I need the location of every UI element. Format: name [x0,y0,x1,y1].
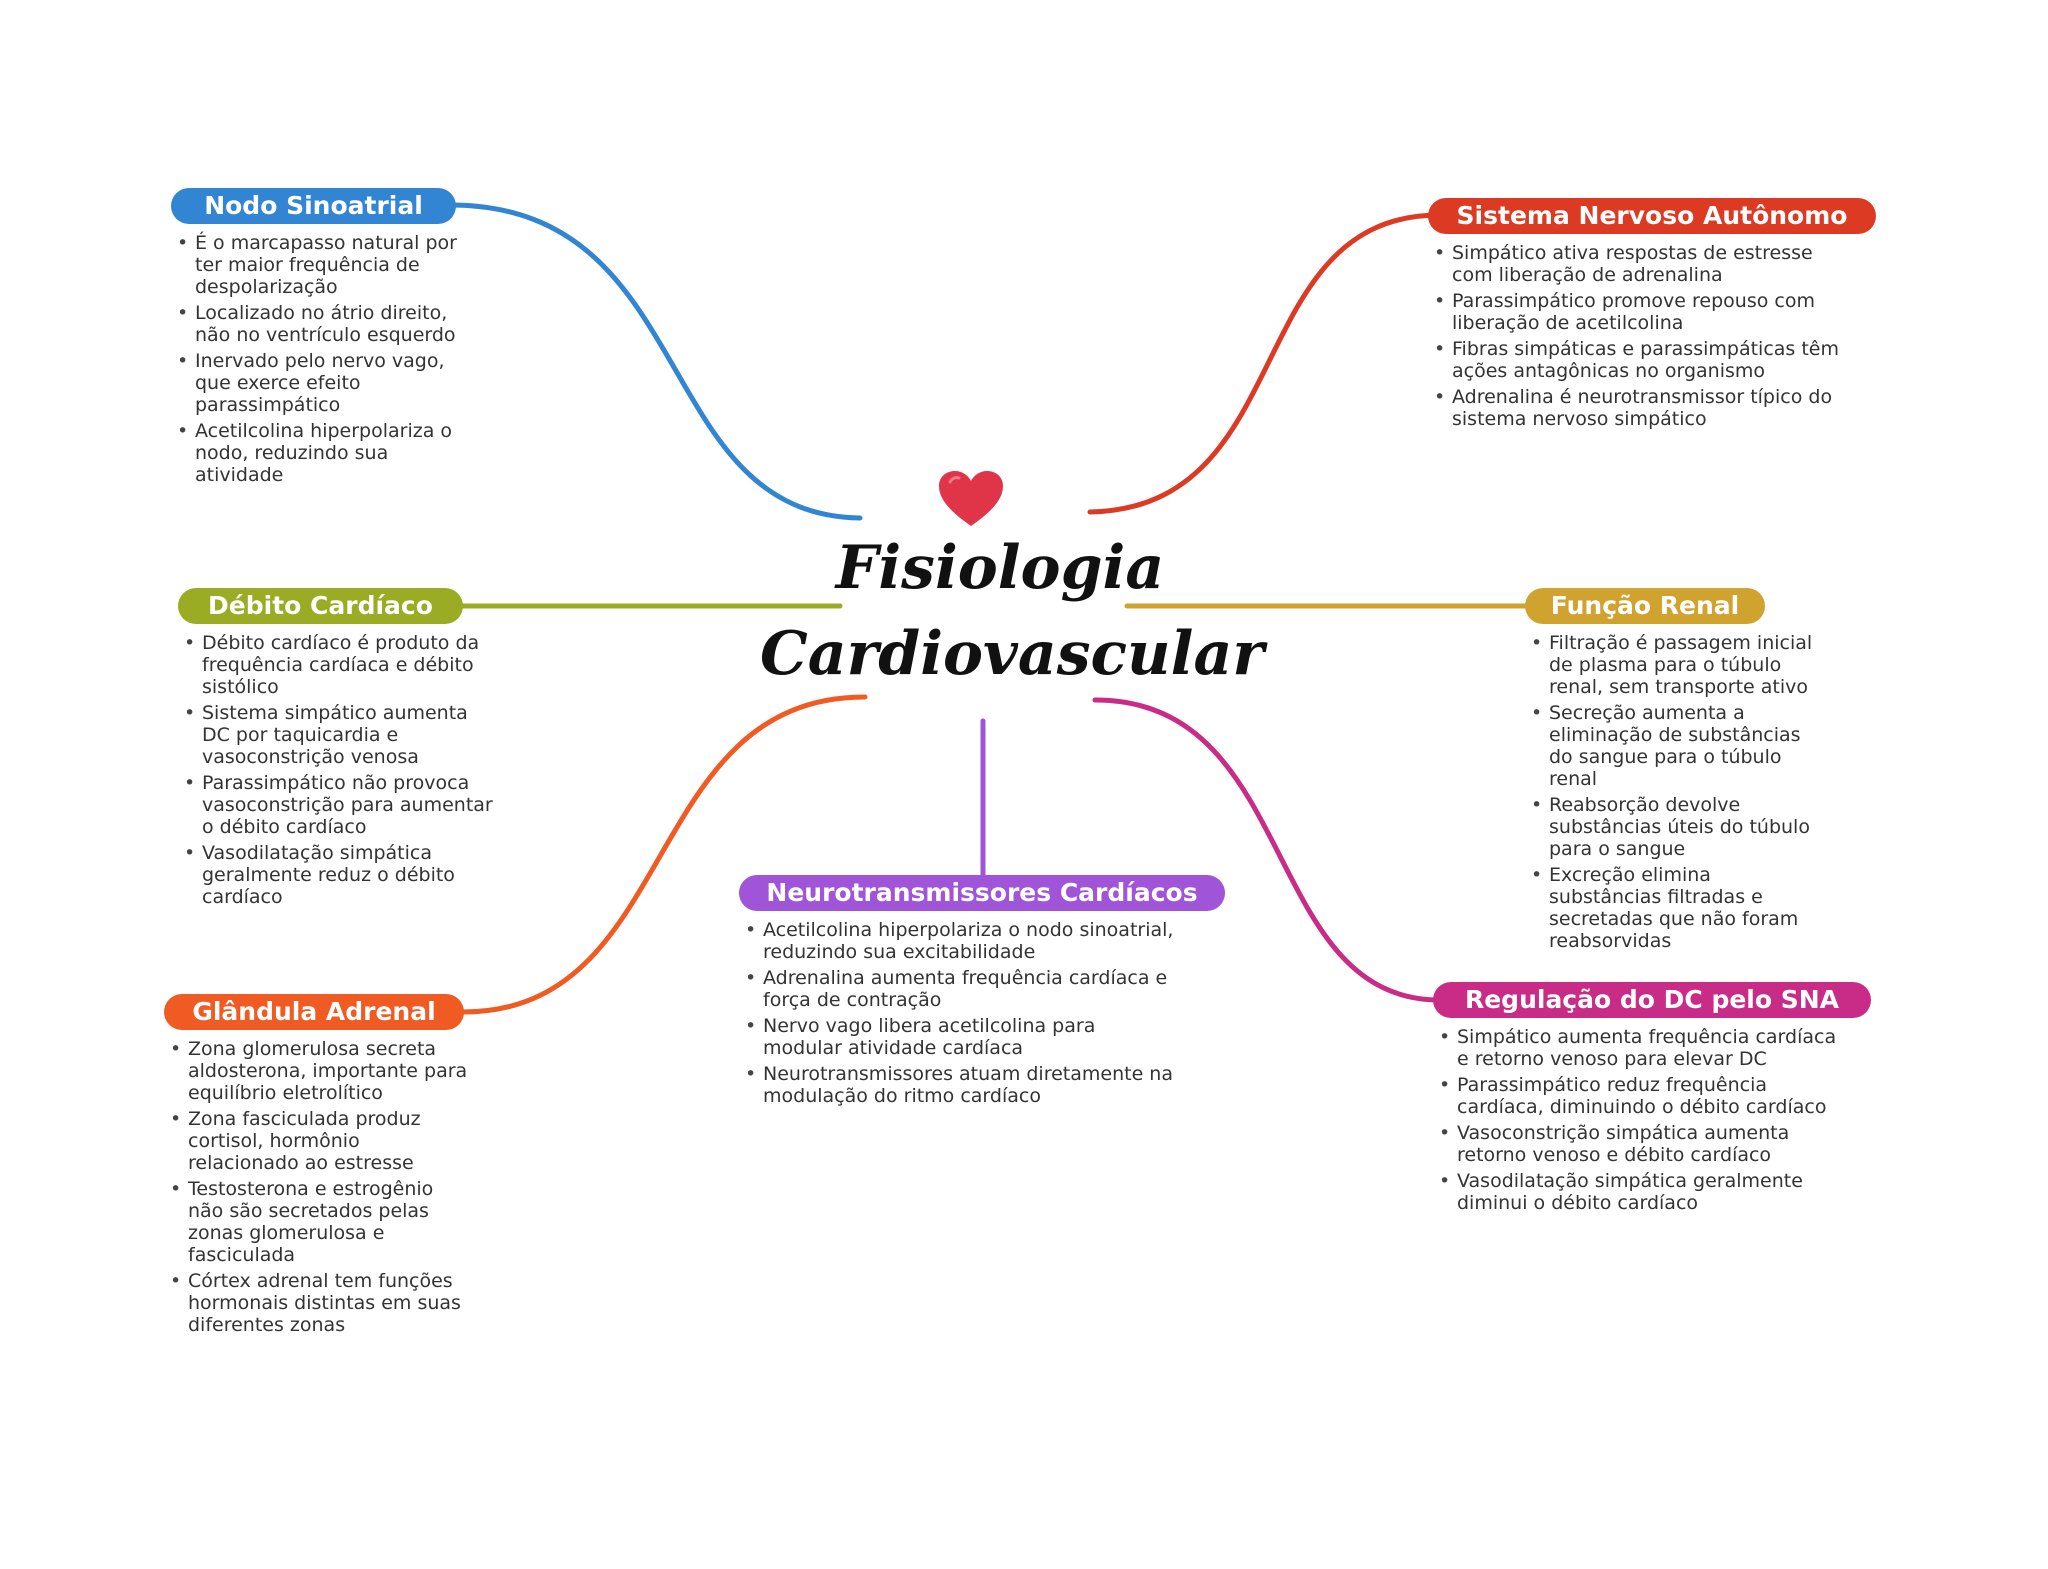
branch-sistema-nervoso-autonomo: Sistema Nervoso Autônomo Simpático ativa… [1428,198,1878,434]
list-item: Débito cardíaco é produto da frequência … [178,632,498,698]
connector-regulacao [1092,697,1443,1003]
topic-label-nodo-sinoatrial[interactable]: Nodo Sinoatrial [171,188,456,224]
topic-notes-glandula-adrenal: Zona glomerulosa secreta aldosterona, im… [164,1038,474,1336]
list-item: Parassimpático reduz frequência cardíaca… [1433,1074,1843,1118]
topic-label-glandula-adrenal[interactable]: Glândula Adrenal [164,994,464,1030]
topic-label-sistema-nervoso-autonomo[interactable]: Sistema Nervoso Autônomo [1428,198,1876,234]
heart-icon [939,471,1003,526]
list-item: Nervo vago libera acetilcolina para modu… [739,1015,1179,1059]
list-item: Vasoconstrição simpática aumenta retorno… [1433,1122,1843,1166]
list-item: Acetilcolina hiperpolariza o nodo, reduz… [171,420,471,486]
list-item: Parassimpático não provoca vasoconstriçã… [178,772,498,838]
list-item: Sistema simpático aumenta DC por taquica… [178,702,498,768]
topic-notes-regulacao-dc-sna: Simpático aumenta frequência cardíaca e … [1433,1026,1843,1214]
branch-nodo-sinoatrial: Nodo Sinoatrial É o marcapasso natural p… [171,188,491,490]
list-item: Adrenalina aumenta frequência cardíaca e… [739,967,1179,1011]
branch-neurotransmissores-cardiacos: Neurotransmissores Cardíacos Acetilcolin… [739,875,1239,1111]
central-topic-title: Fisiologia Cardiovascular [760,525,1264,697]
list-item: Inervado pelo nervo vago, que exerce efe… [171,350,471,416]
branch-regulacao-dc-sna: Regulação do DC pelo SNA Simpático aumen… [1433,982,1873,1218]
list-item: Parassimpático promove repouso com liber… [1428,290,1848,334]
list-item: Vasodilatação simpática geralmente dimin… [1433,1170,1843,1214]
list-item: Reabsorção devolve substâncias úteis do … [1525,794,1815,860]
list-item: Secreção aumenta a eliminação de substân… [1525,702,1815,790]
list-item: Excreção elimina substâncias filtradas e… [1525,864,1815,952]
list-item: Zona glomerulosa secreta aldosterona, im… [164,1038,474,1104]
list-item: Testosterona e estrogênio não são secret… [164,1178,474,1266]
topic-notes-funcao-renal: Filtração é passagem inicial de plasma p… [1525,632,1815,952]
list-item: Córtex adrenal tem funções hormonais dis… [164,1270,474,1336]
list-item: Simpático ativa respostas de estresse co… [1428,242,1848,286]
title-line-1: Fisiologia [835,533,1165,603]
list-item: Neurotransmissores atuam diretamente na … [739,1063,1179,1107]
list-item: Simpático aumenta frequência cardíaca e … [1433,1026,1843,1070]
connector-nodo [447,202,863,521]
topic-notes-debito-cardiaco: Débito cardíaco é produto da frequência … [178,632,498,908]
list-item: Vasodilatação simpática geralmente reduz… [178,842,498,908]
list-item: Fibras simpáticas e parassimpáticas têm … [1428,338,1848,382]
topic-label-debito-cardiaco[interactable]: Débito Cardíaco [178,588,463,624]
list-item: Zona fasciculada produz cortisol, hormôn… [164,1108,474,1174]
list-item: É o marcapasso natural por ter maior fre… [171,232,471,298]
topic-notes-neurotransmissores-cardiacos: Acetilcolina hiperpolariza o nodo sinoat… [739,919,1179,1107]
topic-label-funcao-renal[interactable]: Função Renal [1525,588,1765,624]
branch-glandula-adrenal: Glândula Adrenal Zona glomerulosa secret… [164,994,494,1340]
list-item: Acetilcolina hiperpolariza o nodo sinoat… [739,919,1179,963]
list-item: Localizado no átrio direito, não no vent… [171,302,471,346]
connector-adrenal [460,694,868,1015]
connector-sna [1087,212,1443,515]
list-item: Filtração é passagem inicial de plasma p… [1525,632,1815,698]
topic-notes-sistema-nervoso-autonomo: Simpático ativa respostas de estresse co… [1428,242,1848,430]
list-item: Adrenalina é neurotransmissor típico do … [1428,386,1848,430]
title-line-2: Cardiovascular [760,619,1264,689]
topic-notes-nodo-sinoatrial: É o marcapasso natural por ter maior fre… [171,232,471,486]
topic-label-regulacao-dc-sna[interactable]: Regulação do DC pelo SNA [1433,982,1871,1018]
topic-label-neurotransmissores-cardiacos[interactable]: Neurotransmissores Cardíacos [739,875,1225,911]
branch-funcao-renal: Função Renal Filtração é passagem inicia… [1525,588,1825,956]
branch-debito-cardiaco: Débito Cardíaco Débito cardíaco é produt… [178,588,508,912]
